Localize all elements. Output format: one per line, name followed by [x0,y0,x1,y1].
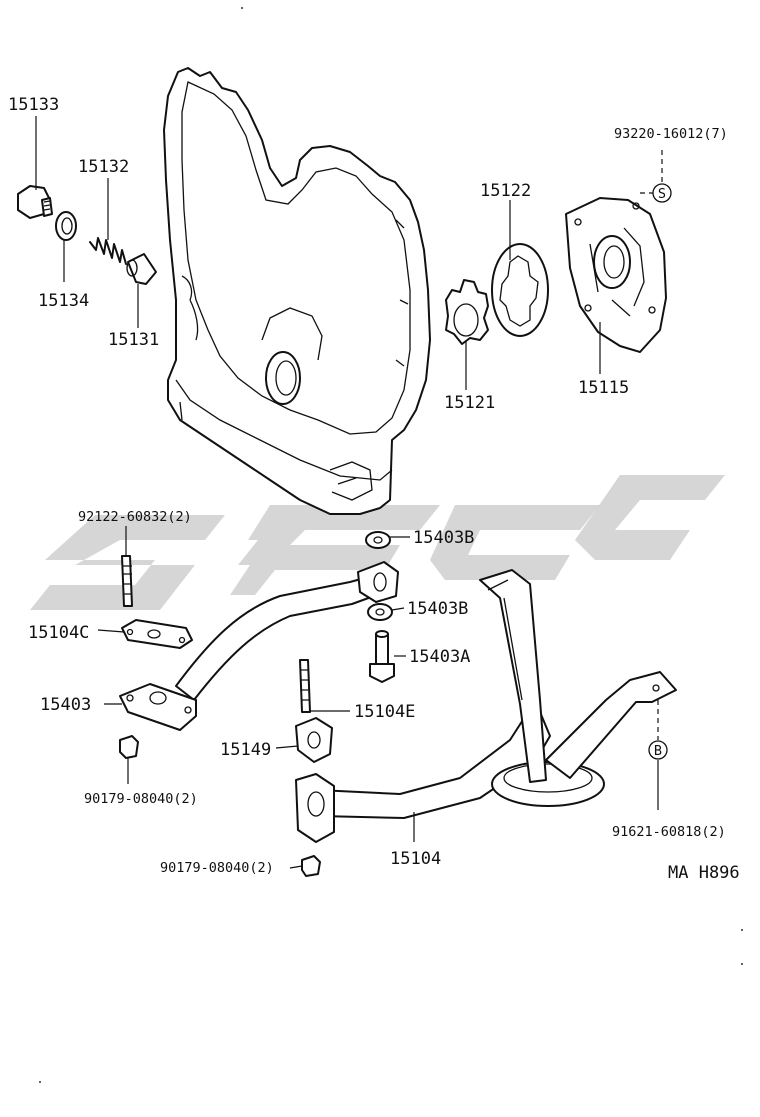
pump-cover-15115 [565,197,667,353]
label-91621: 91621-60818(2) [612,824,726,840]
gasket-15134 [55,211,77,241]
label-15149: 15149 [220,740,271,760]
label-15403: 15403 [40,695,91,715]
label-ref-code: MA H896 [668,863,740,883]
marker-s-circle: S [652,183,672,203]
inlet-pipe-15403 [119,561,399,731]
label-15403B-mid: 15403B [407,599,468,619]
label-15403A: 15403A [409,647,470,667]
svg-text:S: S [658,186,666,202]
label-15115: 15115 [578,378,629,398]
gasket-15104C [121,619,193,649]
stud-15104E [299,659,311,713]
nut-90179-left [119,735,139,759]
label-15403B-top: 15403B [413,528,474,548]
timing-cover [163,67,431,515]
watermark-logo [30,475,725,610]
bolt-15403A [369,630,395,683]
part-labels: 15133 15132 15134 15131 15122 15121 1511… [8,95,740,883]
label-15132: 15132 [78,157,129,177]
relief-valve-15131 [126,253,157,285]
nut-90179-bottom [301,855,321,877]
gasket-15149 [295,717,333,763]
label-90179-left: 90179-08040(2) [84,791,198,807]
label-15104E: 15104E [354,702,415,722]
label-15104C: 15104C [28,623,89,643]
washer-15403B-mid [367,603,393,621]
strainer-pipe-15104 [295,569,677,843]
label-15131: 15131 [108,330,159,350]
plug-15133 [17,185,53,219]
scan-specks [39,7,743,1083]
label-90179-bottom: 90179-08040(2) [160,860,274,876]
driven-rotor-15122 [491,243,549,337]
marker-b-circle: B [648,740,668,760]
label-15121: 15121 [444,393,495,413]
label-15133: 15133 [8,95,59,115]
stud-92122 [121,555,133,607]
svg-text:B: B [654,743,662,759]
label-15122: 15122 [480,181,531,201]
label-15104: 15104 [390,849,441,869]
label-92122: 92122-60832(2) [78,509,192,525]
drive-rotor-15121 [445,279,489,345]
label-93220: 93220-16012(7) [614,126,728,142]
label-15134: 15134 [38,291,89,311]
spring-15132 [89,237,127,265]
leader-lines [35,116,663,869]
washer-15403B-top [365,531,391,549]
